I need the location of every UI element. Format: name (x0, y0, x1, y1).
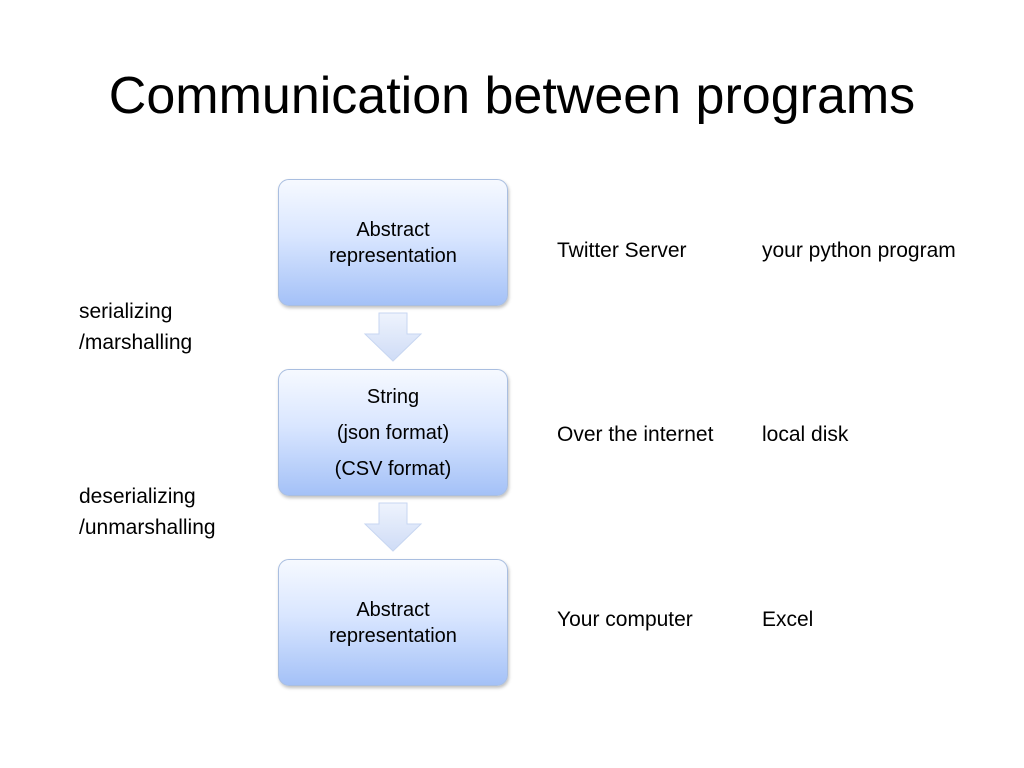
box-text-line: Abstract (356, 218, 430, 241)
box-text-line: representation (329, 244, 457, 267)
box-string: String (json format) (CSV format) (278, 369, 508, 496)
deserializing-label: deserializing /unmarshalling (79, 481, 216, 543)
example-target-text: local disk (762, 423, 849, 446)
box-text-line: (json format) (336, 421, 450, 444)
side-label-line: /unmarshalling (79, 516, 216, 539)
box-text-line: String (366, 385, 420, 408)
side-label-line: serializing (79, 300, 173, 323)
example-source-text: Twitter Server (557, 239, 687, 262)
box-abstract-representation-bottom: Abstract representation (278, 559, 508, 686)
serializing-label: serializing /marshalling (79, 296, 192, 358)
example-target-text: your python program (762, 239, 956, 262)
box-abstract-representation-top: Abstract representation (278, 179, 508, 306)
slide-title: Communication between programs (108, 67, 916, 125)
box-text-line: (CSV format) (334, 457, 452, 480)
box-text-line: Abstract (356, 598, 430, 621)
down-arrow-icon (363, 312, 423, 362)
example-source-text: Over the internet (557, 423, 714, 446)
example-target-text: Excel (762, 608, 814, 631)
side-label-line: /marshalling (79, 331, 193, 354)
box-text-line: representation (329, 624, 457, 647)
down-arrow-icon (363, 502, 423, 552)
example-source-text: Your computer (557, 608, 693, 631)
side-label-line: deserializing (79, 485, 196, 508)
